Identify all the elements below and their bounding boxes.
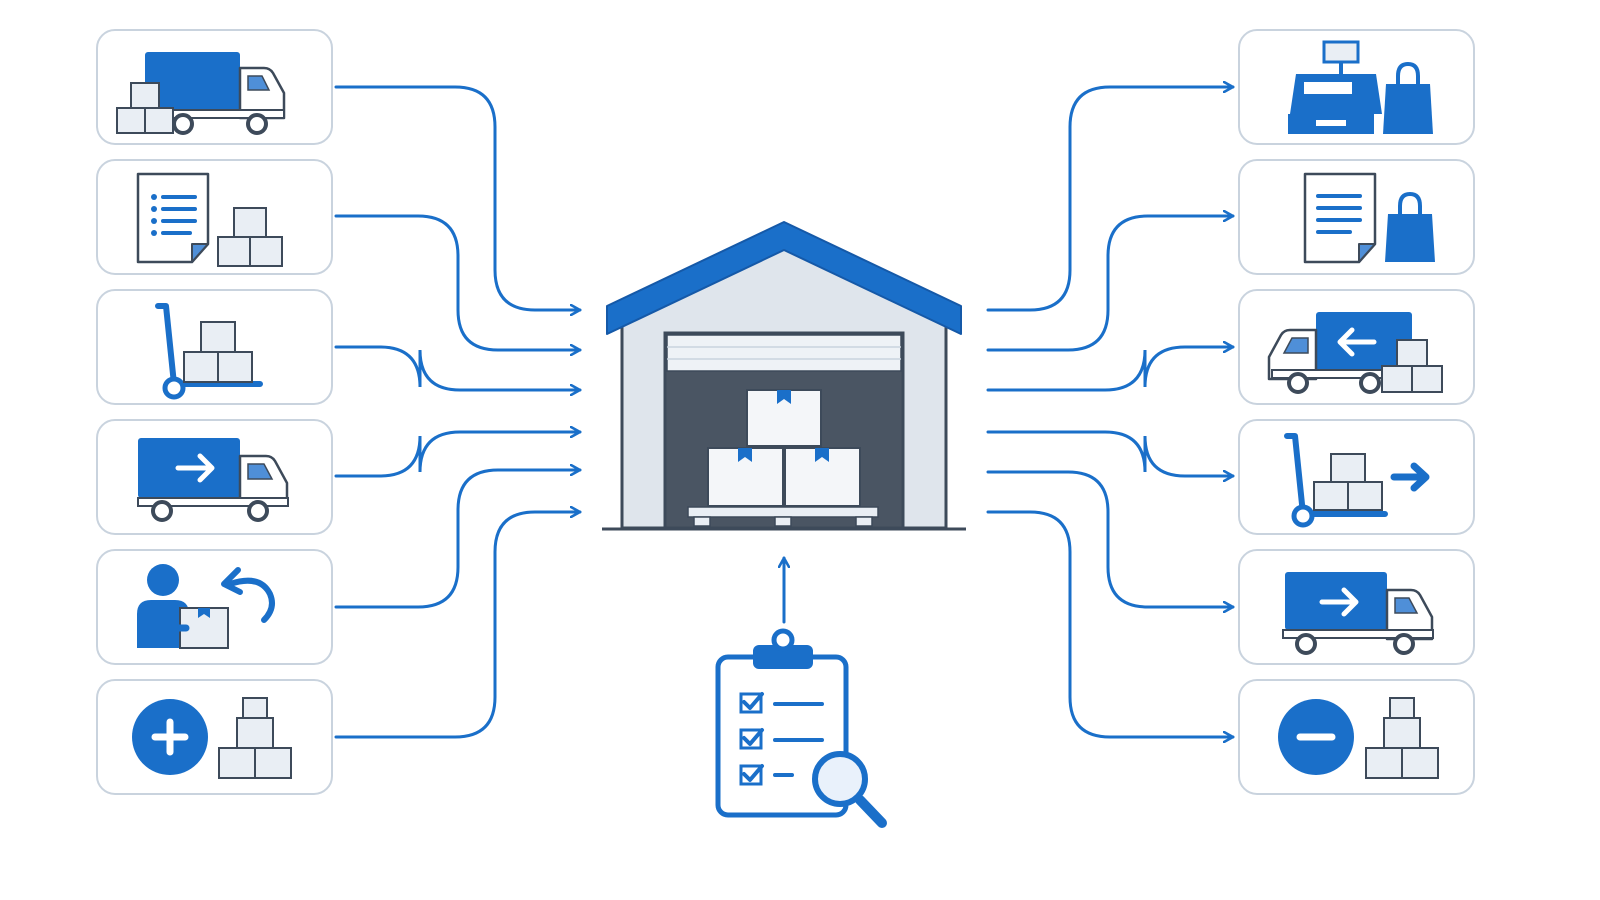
person-return-icon bbox=[137, 564, 275, 649]
connector-purchase-order-receipt bbox=[334, 214, 582, 350]
document-boxes-icon bbox=[136, 172, 283, 267]
connector-retail-sale bbox=[986, 87, 1235, 312]
connector-outbound-shipment bbox=[986, 470, 1235, 607]
outbound-card-return-to-vendor[interactable] bbox=[1238, 289, 1475, 405]
warehouse-icon bbox=[602, 221, 966, 531]
connector-return-to-vendor bbox=[986, 347, 1235, 392]
clipboard-checklist-magnifier-icon bbox=[715, 628, 887, 828]
outbound-card-stock-decrease[interactable] bbox=[1238, 679, 1475, 795]
inbound-card-hand-truck-receiving[interactable] bbox=[96, 289, 333, 405]
inbound-card-supplier-delivery[interactable] bbox=[96, 29, 333, 145]
outbound-card-sales-order[interactable] bbox=[1238, 159, 1475, 275]
plus-boxes-icon bbox=[132, 697, 292, 779]
hand-truck-arrow-icon bbox=[1284, 433, 1430, 528]
connector-stock-decrease bbox=[986, 510, 1235, 737]
truck-arrow-right-icon bbox=[137, 438, 289, 522]
connector-inbound-shipment bbox=[334, 432, 582, 478]
connector-customer-return bbox=[334, 470, 582, 609]
connector-hand-truck-receiving bbox=[334, 345, 582, 390]
delivery-truck-boxes-icon bbox=[116, 52, 286, 135]
outbound-card-internal-transfer[interactable] bbox=[1238, 419, 1475, 535]
outbound-card-outbound-shipment[interactable] bbox=[1238, 549, 1475, 665]
truck-arrow-right-icon bbox=[1282, 572, 1434, 655]
connector-supplier-delivery bbox=[334, 85, 582, 310]
outbound-card-retail-sale[interactable] bbox=[1238, 29, 1475, 145]
truck-arrow-left-icon bbox=[1267, 312, 1443, 394]
inbound-card-customer-return[interactable] bbox=[96, 549, 333, 665]
cash-register-bag-icon bbox=[1288, 40, 1433, 134]
document-bag-icon bbox=[1303, 172, 1435, 264]
connector-stock-increase bbox=[334, 512, 582, 739]
connector-layer bbox=[334, 85, 1235, 739]
hand-truck-icon bbox=[155, 303, 263, 400]
inbound-card-inbound-shipment[interactable] bbox=[96, 419, 333, 535]
connector-sales-order bbox=[986, 216, 1235, 352]
inbound-card-purchase-order-receipt[interactable] bbox=[96, 159, 333, 275]
inbound-card-stock-increase[interactable] bbox=[96, 679, 333, 795]
connector-internal-transfer bbox=[986, 430, 1235, 476]
minus-boxes-icon bbox=[1278, 697, 1439, 779]
